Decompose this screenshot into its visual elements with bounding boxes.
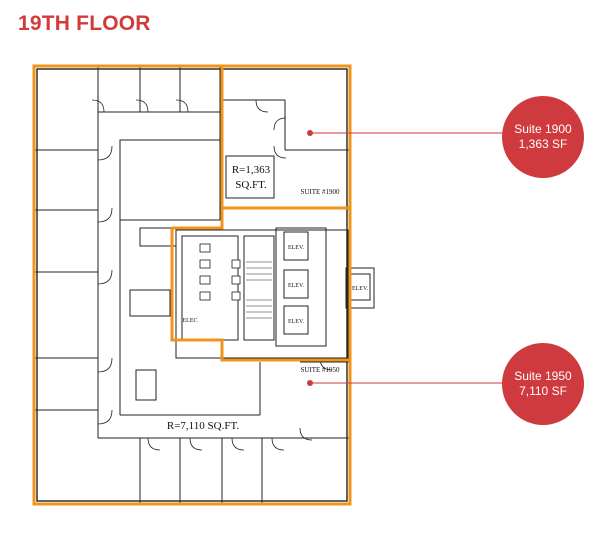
door-swings (91, 99, 333, 451)
suite-1900-badge-name: Suite 1900 (514, 122, 572, 136)
page-title: 19TH FLOOR (18, 12, 151, 35)
suite-1900-badge: Suite 1900 1,363 SF (502, 96, 584, 178)
suite-1900-area-text: R=1,363 (232, 164, 271, 176)
suite-1900-marker (307, 130, 313, 136)
suite-1950-badge-name: Suite 1950 (514, 369, 572, 383)
suite-outlines (32, 64, 352, 506)
suite-1950-outline (32, 64, 352, 506)
suite-1950-label: SUITE #1950 (300, 366, 340, 374)
interior-walls (34, 66, 375, 504)
elevators (283, 231, 371, 335)
suite-1900-area-text-2: SQ.FT. (235, 179, 267, 191)
elevator-label-3: ELEV. (288, 319, 305, 325)
suite-1950-marker (307, 380, 313, 386)
suite-1900-area-box (225, 155, 275, 199)
suite-1950-area-label: R=7,110 SQ.FT. (167, 420, 239, 432)
suite-1900-badge-area: 1,363 SF (518, 137, 568, 151)
suite-1900-label: SUITE #1900 (300, 188, 340, 196)
elevator-label-1: ELEV. (288, 245, 305, 251)
elevator-label-2: ELEV. (288, 283, 305, 289)
suite-1950-badge: Suite 1950 7,110 SF (502, 343, 584, 425)
restroom-fixtures (199, 243, 241, 301)
stairs (246, 261, 272, 319)
elec-label: ELEC (183, 318, 198, 324)
leader-lines (310, 132, 512, 384)
elevator-label-4: ELEV. (352, 286, 369, 292)
suite-1950-badge-area: 7,110 SF (519, 384, 567, 398)
